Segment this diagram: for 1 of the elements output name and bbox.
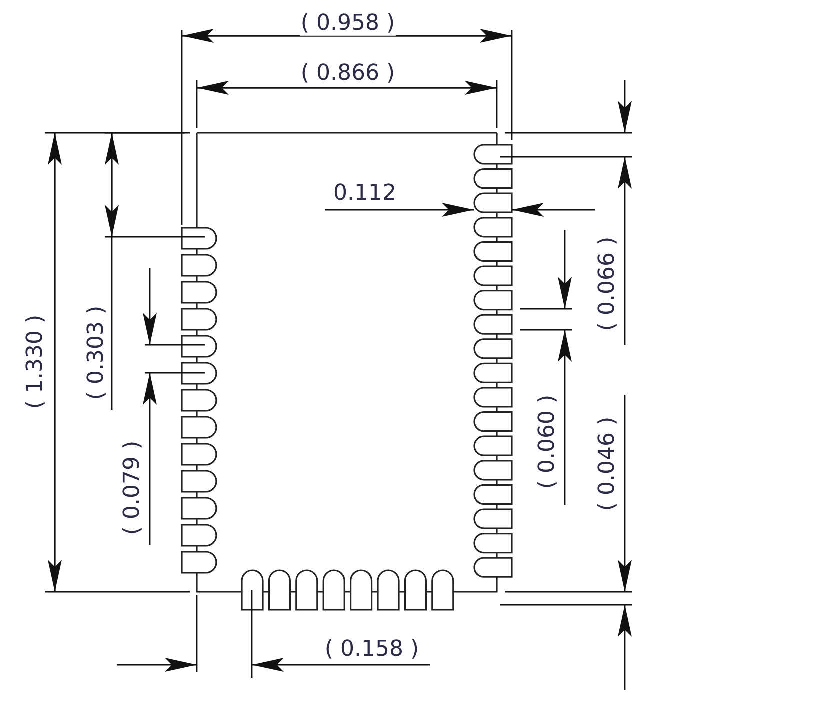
dimension-label: ( 0.958 ) [300, 12, 396, 36]
